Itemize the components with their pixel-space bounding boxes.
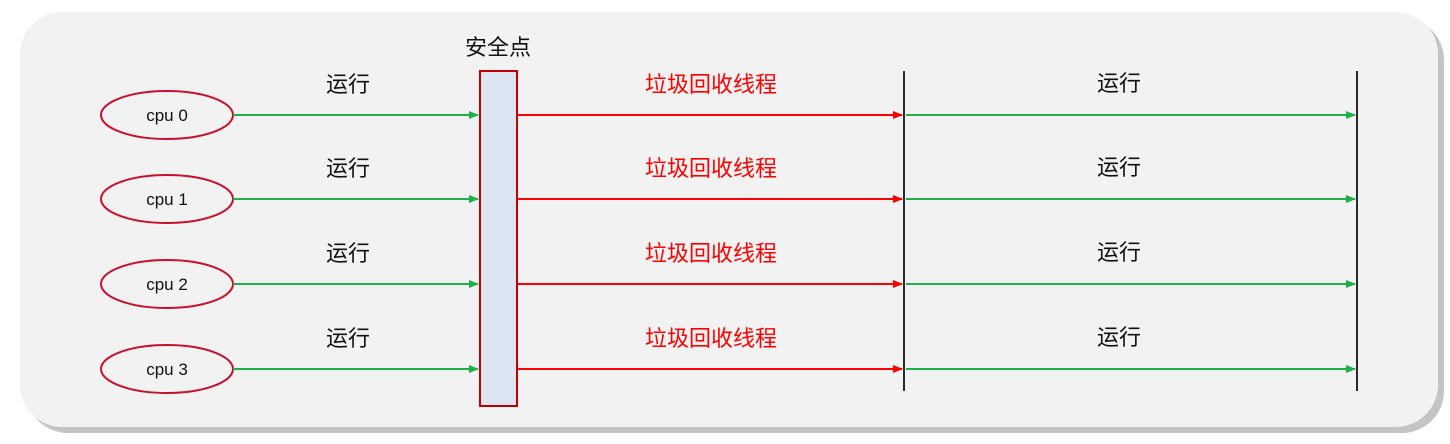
run-label: 运行 — [326, 327, 370, 352]
cpu-label: cpu 0 — [146, 106, 188, 125]
safepoint-bar — [479, 70, 518, 407]
run-label: 运行 — [1097, 156, 1141, 181]
run-label: 运行 — [326, 157, 370, 182]
cpu-label: cpu 2 — [146, 275, 188, 294]
gc-label: 垃圾回收线程 — [645, 242, 777, 267]
cpu-label: cpu 1 — [146, 190, 188, 209]
run-label: 运行 — [1097, 72, 1141, 97]
cpu-label: cpu 3 — [146, 360, 188, 379]
gc-label: 垃圾回收线程 — [645, 157, 777, 182]
run-label: 运行 — [326, 242, 370, 267]
run-label: 运行 — [1097, 326, 1141, 351]
run-label: 运行 — [326, 73, 370, 98]
cpu-rows: cpu 0运行垃圾回收线程运行cpu 1运行垃圾回收线程运行cpu 2运行垃圾回… — [100, 72, 1356, 394]
safepoint-label: 安全点 — [465, 36, 531, 61]
gc-label: 垃圾回收线程 — [645, 327, 777, 352]
gc-label: 垃圾回收线程 — [645, 73, 777, 98]
run-label: 运行 — [1097, 241, 1141, 266]
